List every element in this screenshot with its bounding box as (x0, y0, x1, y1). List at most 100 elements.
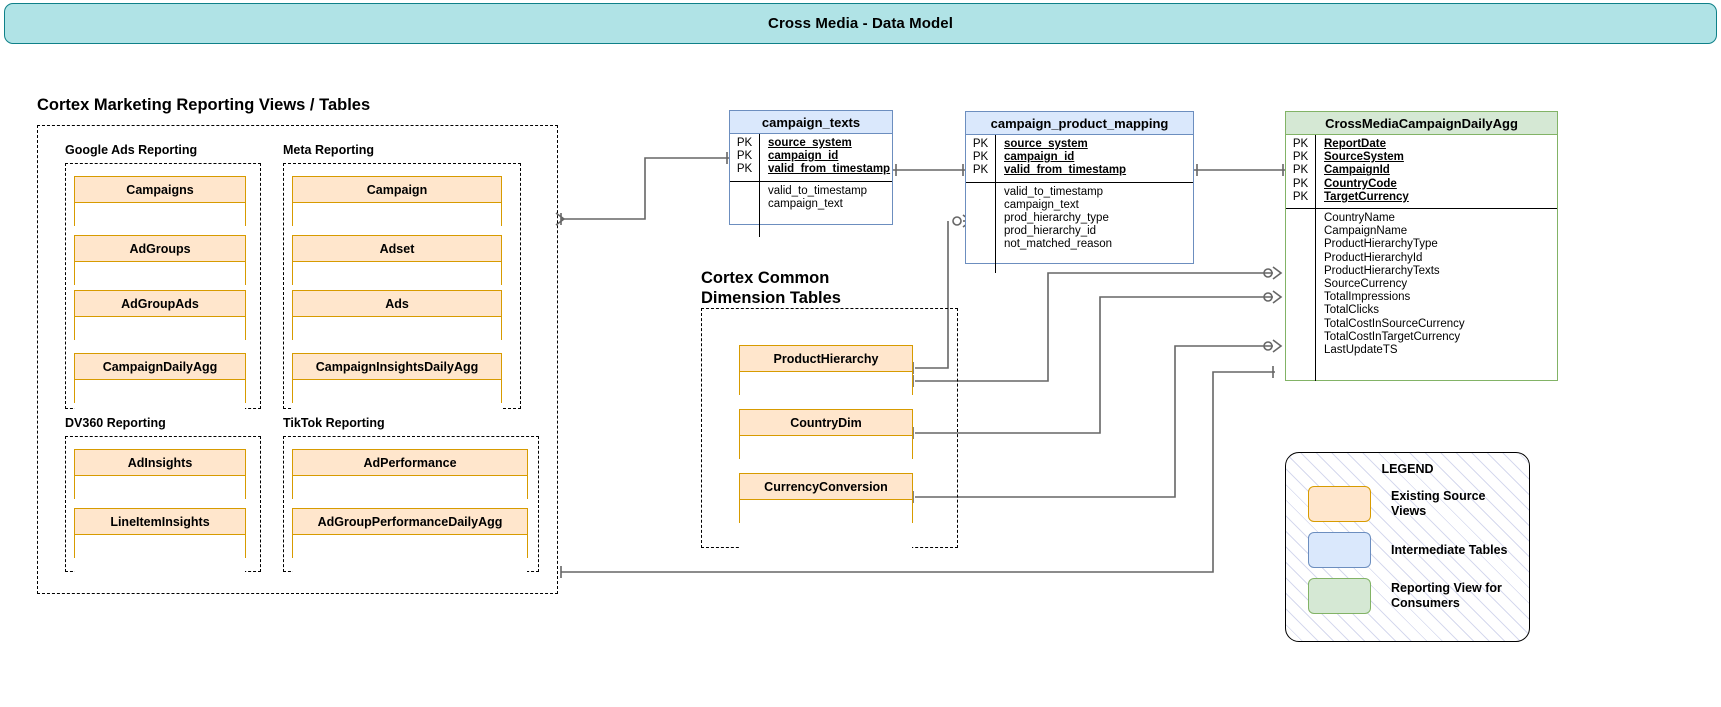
entity-attr-section: valid_to_timestamp campaign_text prod_hi… (966, 182, 1193, 273)
entity-attr-fields: valid_to_timestamp campaign_text (760, 182, 892, 237)
source-table-title: AdGroupPerformanceDailyAgg (293, 509, 527, 535)
entity-key-field: ReportDate (1324, 138, 1386, 150)
entity-attr-field: TotalClicks (1324, 304, 1379, 317)
source-table-adperformance[interactable]: AdPerformance (292, 449, 528, 524)
entity-key-markers: PK PK PK (966, 135, 996, 182)
entity-attr-field: LastUpdateTS (1324, 344, 1398, 357)
source-table-ads[interactable]: Ads (292, 290, 502, 365)
entity-key-fields: ReportDate SourceSystem CampaignId Count… (1316, 135, 1557, 208)
pk-marker: PK (1292, 138, 1309, 150)
source-table-adgroupperformancedailyagg[interactable]: AdGroupPerformanceDailyAgg (292, 508, 528, 583)
entity-attr-field: prod_hierarchy_type (1004, 212, 1109, 225)
source-table-body (75, 535, 245, 583)
entity-title: campaign_texts (730, 111, 892, 134)
source-table-title: LineItemInsights (75, 509, 245, 535)
source-table-lineiteminsights[interactable]: LineItemInsights (74, 508, 246, 583)
entity-attr-field: CampaignName (1324, 225, 1408, 238)
source-table-title: Ads (293, 291, 501, 317)
entity-key-field: CountryCode (1324, 177, 1397, 190)
entity-attr-field: prod_hierarchy_id (1004, 225, 1097, 238)
entity-attr-markers (730, 181, 760, 237)
entity-key-field: valid_from_timestamp (768, 163, 891, 176)
dimension-table-title: CountryDim (740, 410, 912, 436)
diagram-title: Cross Media - Data Model (768, 15, 953, 32)
legend-item-reporting-view: Reporting View for Consumers (1286, 578, 1529, 614)
entity-key-fields: source_system campaign_id valid_from_tim… (996, 135, 1193, 182)
source-table-body (293, 535, 527, 583)
entity-key-section: PK PK PK source_system campaign_id valid… (730, 134, 892, 182)
entity-key-section: PK PK PK PK PK ReportDate SourceSystem C… (1286, 135, 1557, 210)
entity-key-markers: PK PK PK (730, 134, 760, 181)
source-table-title: Adset (293, 236, 501, 262)
source-table-title: Campaign (293, 177, 501, 203)
pk-marker: PK (1292, 164, 1309, 177)
source-table-title: CampaignInsightsDailyAgg (293, 354, 501, 380)
source-table-campaigninsightsdailyagg[interactable]: CampaignInsightsDailyAgg (292, 353, 502, 428)
entity-attr-section: CountryName CampaignName ProductHierarch… (1286, 209, 1557, 382)
entity-key-field: valid_from_timestamp (1004, 164, 1127, 177)
entity-attr-section: valid_to_timestamp campaign_text (730, 181, 892, 237)
group-label-dv360: DV360 Reporting (65, 416, 166, 430)
source-table-body (293, 380, 501, 428)
dimension-table-title: ProductHierarchy (740, 346, 912, 372)
entity-attr-field: campaign_text (768, 197, 843, 210)
source-table-campaign[interactable]: Campaign (292, 176, 502, 251)
pk-marker: PK (972, 164, 989, 177)
dimension-table-producthierarchy[interactable]: ProductHierarchy (739, 345, 913, 420)
legend-item-intermediate-tables: Intermediate Tables (1286, 532, 1529, 568)
group-label-tiktok: TikTok Reporting (283, 416, 385, 430)
dimension-table-currencyconversion[interactable]: CurrencyConversion (739, 473, 913, 548)
source-table-adset[interactable]: Adset (292, 235, 502, 310)
pk-marker: PK (736, 163, 753, 176)
entity-title: campaign_product_mapping (966, 112, 1193, 135)
entity-attr-markers (966, 182, 996, 273)
dimension-table-countrydim[interactable]: CountryDim (739, 409, 913, 484)
entity-attr-field: SourceCurrency (1324, 278, 1408, 291)
entity-attr-field: TotalCostInSourceCurrency (1324, 317, 1465, 330)
legend-label: Intermediate Tables (1391, 542, 1508, 557)
reporting-outer-container (37, 125, 558, 594)
entity-attr-field: TotalCostInTargetCurrency (1324, 330, 1461, 343)
source-table-title: AdInsights (75, 450, 245, 476)
pk-marker: PK (1292, 177, 1309, 190)
entity-attr-fields: valid_to_timestamp campaign_text prod_hi… (996, 183, 1193, 273)
source-table-title: Campaigns (75, 177, 245, 203)
entity-attr-field: TotalImpressions (1324, 291, 1411, 304)
source-table-title: AdGroups (75, 236, 245, 262)
entity-key-field: SourceSystem (1324, 151, 1404, 164)
source-table-campaigndailyagg[interactable]: CampaignDailyAgg (74, 353, 246, 428)
source-table-adinsights[interactable]: AdInsights (74, 449, 246, 524)
source-table-title: CampaignDailyAgg (75, 354, 245, 380)
entity-key-field: source_system (1004, 138, 1088, 150)
entity-attr-field: CountryName (1324, 212, 1395, 225)
pk-marker: PK (972, 138, 989, 150)
legend-panel: LEGEND Existing Source Views Intermediat… (1285, 452, 1530, 642)
entity-attr-field: ProductHierarchyTexts (1324, 264, 1440, 277)
pk-marker: PK (972, 151, 989, 164)
source-table-title: AdPerformance (293, 450, 527, 476)
entity-campaign-texts[interactable]: campaign_texts PK PK PK source_system ca… (729, 110, 893, 237)
legend-title: LEGEND (1381, 462, 1434, 476)
entity-key-section: PK PK PK source_system campaign_id valid… (966, 135, 1193, 183)
legend-item-existing-source-views: Existing Source Views (1286, 486, 1529, 522)
entity-key-field: source_system (768, 137, 852, 149)
source-table-body (75, 380, 245, 428)
source-table-adgroupads[interactable]: AdGroupAds (74, 290, 246, 365)
dimension-table-body (740, 500, 912, 548)
source-table-campaigns[interactable]: Campaigns (74, 176, 246, 251)
legend-swatch-green (1308, 578, 1371, 614)
group-label-google-ads: Google Ads Reporting (65, 143, 198, 157)
entity-campaign-product-mapping[interactable]: campaign_product_mapping PK PK PK source… (965, 111, 1194, 273)
source-table-title: AdGroupAds (75, 291, 245, 317)
dimension-section-heading: Cortex Common Dimension Tables (701, 268, 841, 308)
pk-marker: PK (736, 137, 753, 149)
pk-marker: PK (1292, 151, 1309, 164)
entity-key-fields: source_system campaign_id valid_from_tim… (760, 134, 892, 181)
entity-crossmediacampaigndailyagg[interactable]: CrossMediaCampaignDailyAgg PK PK PK PK P… (1285, 111, 1558, 382)
dimension-heading-line-2: Dimension Tables (701, 289, 841, 307)
diagram-title-banner: Cross Media - Data Model (4, 3, 1717, 44)
legend-label: Existing Source Views (1391, 489, 1486, 518)
source-table-adgroups[interactable]: AdGroups (74, 235, 246, 310)
legend-label: Reporting View for Consumers (1391, 581, 1502, 610)
